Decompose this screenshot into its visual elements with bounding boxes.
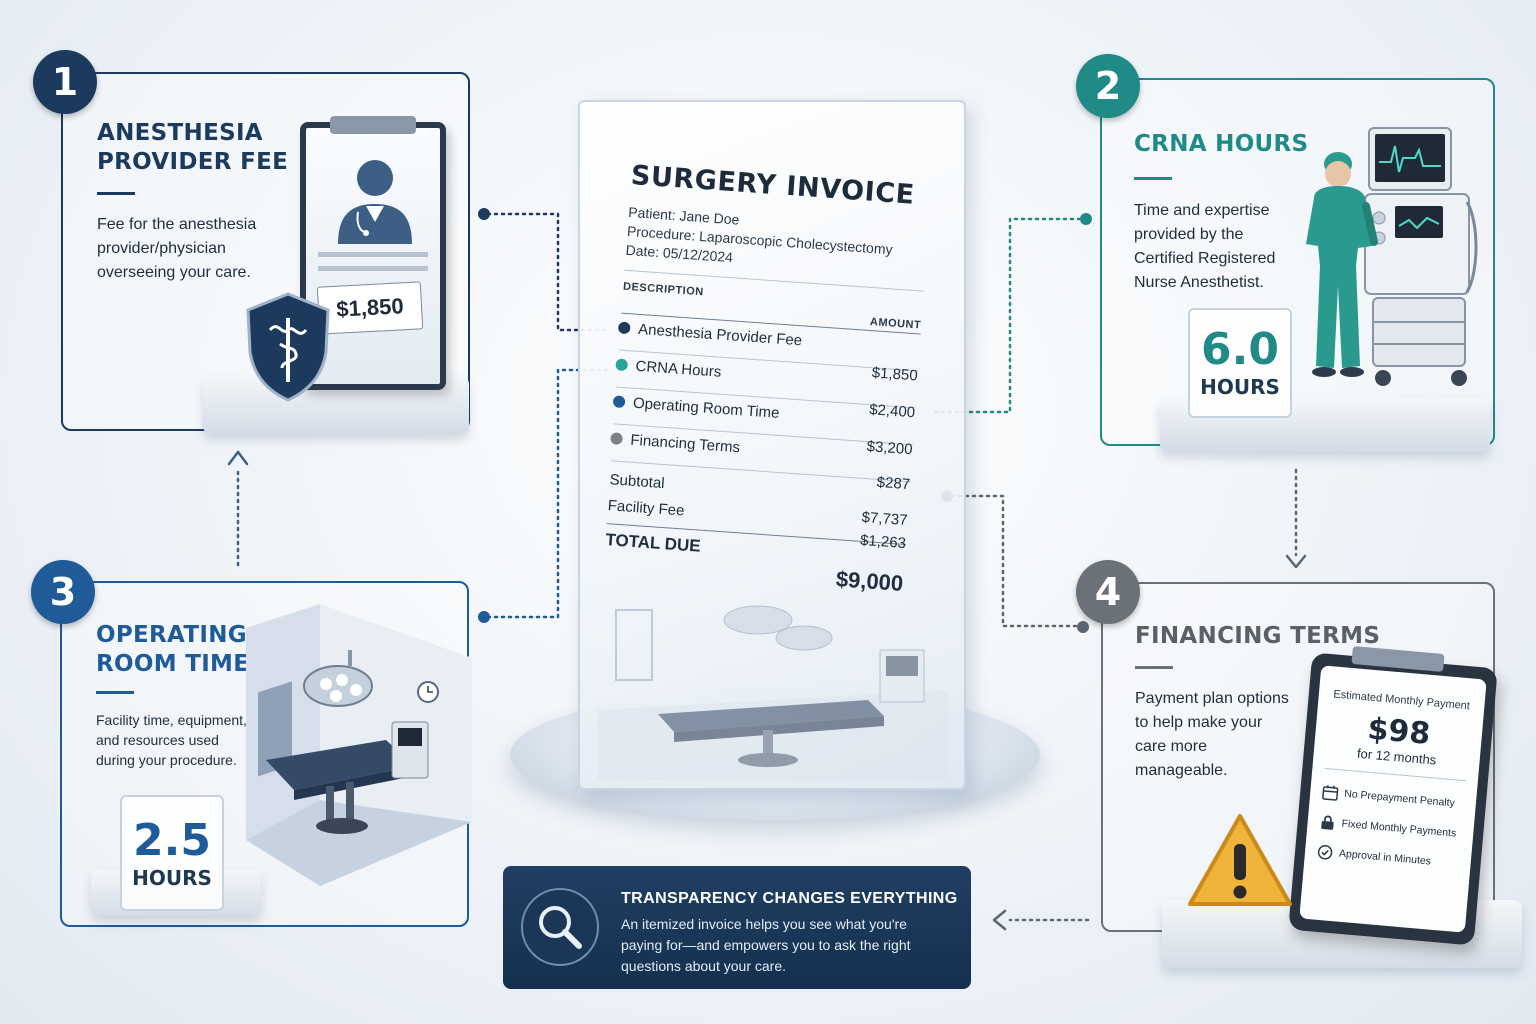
panel-3-description-line: during your procedure. [96,752,237,768]
or-hours-plaque: 2.5 HOURS [120,795,224,911]
clipboard-clip [330,116,416,134]
facility-amount: $1,263 [859,531,907,553]
check-circle-icon [1317,845,1333,860]
crna-hours-unit: HOURS [1200,375,1280,399]
transparency-text-line: An itemized invoice helps you see what y… [621,916,907,932]
calendar-icon [1322,785,1339,801]
line-item-bullet [610,432,623,446]
line-item-amount: $3,200 [866,438,914,459]
line-item-amount: $287 [876,473,911,494]
clipboard-text-line [318,266,428,271]
panel-4-rule [1135,666,1173,669]
header-amount: AMOUNT [869,316,922,332]
transparency-title: TRANSPARENCY CHANGES EVERYTHING [621,890,958,907]
or-hours-value: 2.5 [133,815,211,866]
panel-2-rule [1134,177,1172,180]
panel-3-description: Facility time, equipment, and resources … [96,710,247,770]
panel-3-description-line: and resources used [96,732,219,748]
financing-feature: Fixed Monthly Payments [1306,806,1474,850]
panel-2-title: CRNA HOURS [1134,131,1309,157]
anesthesia-machine-icon [1364,127,1478,386]
panel-2-description: Time and expertise provided by the Certi… [1134,199,1275,295]
financing-feature-label: No Prepayment Penalty [1343,787,1456,810]
transparency-banner: TRANSPARENCY CHANGES EVERYTHING An itemi… [503,866,971,989]
panel-1-description-line: Fee for the anesthesia [97,216,257,233]
lock-icon [1321,815,1334,830]
header-description: DESCRIPTION [622,280,705,299]
panel-3-title: OPERATING ROOM TIME [96,621,249,679]
invoice-title: SURGERY INVOICE [629,160,916,211]
financing-feature: Approval in Minutes [1304,836,1472,880]
invoice-total-row: TOTAL DUE $1,263 $9,000 [603,523,907,596]
panel-3-description-line: Facility time, equipment, [96,712,247,728]
subtotal-label: Subtotal [609,471,666,493]
financing-clipboard: Estimated Monthly Payment $98 for 12 mon… [1288,652,1498,946]
operating-room-icon [246,604,472,886]
nurse-anesthetist-icon [1306,152,1378,377]
transparency-text: An itemized invoice helps you see what y… [621,914,911,977]
panel-4-description-line: manageable. [1135,762,1228,779]
panel-4-title: FINANCING TERMS [1135,623,1381,649]
step-badge-4: 4 [1076,560,1140,624]
surgery-invoice: SURGERY INVOICE Patient: Jane Doe Proced… [578,100,966,790]
panel-2-description-line: provided by the [1134,226,1244,243]
invoice-content: SURGERY INVOICE Patient: Jane Doe Proced… [603,160,931,596]
line-item-amount: $2,400 [868,401,916,422]
medical-shield-icon [246,292,330,402]
panel-4-description-line: Payment plan options [1135,690,1289,707]
warning-triangle-icon [1188,814,1292,906]
panel-2-description-line: Nurse Anesthetist. [1134,274,1264,291]
line-item-bullet [612,395,626,409]
financing-feature-label: Fixed Monthly Payments [1341,817,1457,840]
step-badge-1: 1 [33,50,97,114]
panel-2-description-line: Certified Registered [1134,250,1276,267]
line-item-label: Operating Room Time [632,394,781,422]
panel-1-title-line: ANESTHESIA [97,120,263,146]
subtotal-amount: $7,737 [861,508,909,530]
panel-1-description-line: provider/physician [97,240,226,257]
crna-hours-plaque: 6.0 HOURS [1188,308,1292,418]
line-item-amount: $1,850 [871,364,919,385]
line-item-label: Financing Terms [629,431,741,457]
transparency-text-line: questions about your care. [621,958,786,974]
panel-4-description-line: to help make your [1135,714,1263,731]
invoice-or-scene [598,605,948,780]
invoice-meta: Patient: Jane Doe Procedure: Laparoscopi… [625,203,928,281]
line-item-bullet [617,321,631,335]
or-hours-unit: HOURS [132,866,212,890]
panel-3-title-line: ROOM TIME [96,651,250,677]
financing-feature: No Prepayment Penalty [1309,776,1477,820]
panel-2-description-line: Time and expertise [1134,202,1270,219]
line-item-bullet [615,358,629,372]
panel-3-title-line: OPERATING [96,622,247,648]
line-item-label: CRNA Hours [635,357,722,381]
panel-1-rule [97,192,135,195]
total-label: TOTAL DUE [604,530,702,556]
transparency-text-line: paying for—and empowers you to ask the r… [621,937,911,953]
crna-hours-value: 6.0 [1201,324,1279,375]
panel-1-description: Fee for the anesthesia provider/physicia… [97,213,256,285]
panel-1-description-line: overseeing your care. [97,264,251,281]
financing-screen: Estimated Monthly Payment $98 for 12 mon… [1299,665,1487,933]
line-item-label: Anesthesia Provider Fee [637,320,803,350]
magnifier-icon [521,888,599,966]
panel-3-rule [96,691,134,694]
facility-label: Facility Fee [607,497,685,520]
step-badge-3: 3 [31,560,95,624]
step-badge-2: 2 [1076,54,1140,118]
clipboard-text-line [318,252,428,257]
panel-1-title-line: PROVIDER FEE [97,149,289,175]
panel-4-description: Payment plan options to help make your c… [1135,687,1289,783]
panel-4-description-line: care more [1135,738,1208,755]
doctor-icon [338,160,412,244]
panel-1-title: ANESTHESIA PROVIDER FEE [97,119,288,177]
financing-feature-label: Approval in Minutes [1338,847,1432,868]
